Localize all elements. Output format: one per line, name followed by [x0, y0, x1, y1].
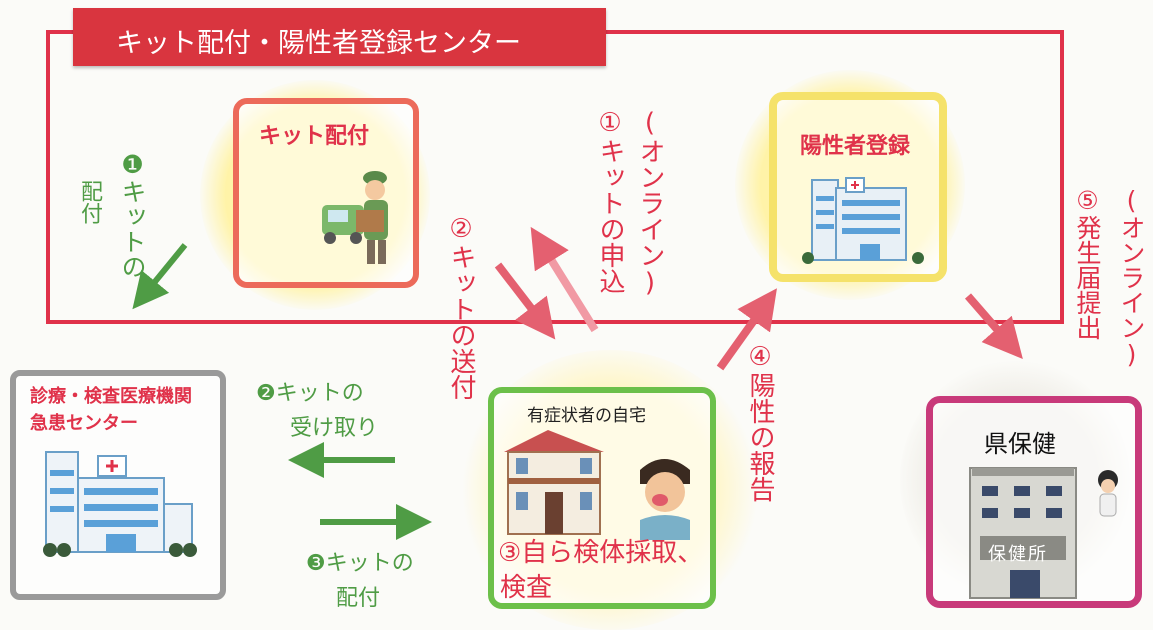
kit-distribution-title: キット配付 — [259, 124, 370, 149]
kit-distribution-card — [233, 98, 419, 288]
health-title: 県保健 — [984, 430, 1056, 458]
step1-apply-label: ①キットの申込 — [595, 108, 625, 294]
home-title: 有症状者の自宅 — [527, 406, 646, 426]
step3-self-test-line2: 検査 — [500, 573, 553, 603]
step2-receive-label-b: 受け取り — [290, 416, 379, 441]
step5-submit-label: ⑤発生届提出 — [1073, 186, 1102, 340]
clinic-title-line2: 急患センター — [30, 413, 138, 434]
center-title-banner — [73, 8, 606, 66]
step1-deliver-label-a: ❶キットの — [118, 150, 147, 279]
health-building-sign: 保健所 — [988, 544, 1048, 565]
positive-registration-title: 陽性者登録 — [800, 134, 911, 159]
clinic-title-line1: 診療・検査医療機関 — [30, 386, 192, 407]
step3-self-test-line1: ③自ら検体採取、 — [498, 538, 704, 568]
step2-send-label: ②キットの送付 — [446, 214, 476, 400]
step2-receive-label-a: ❷キットの — [256, 381, 364, 406]
step1-deliver-label-b: 配付 — [77, 180, 102, 224]
step5-online-label: (オンライン) — [1117, 186, 1146, 369]
step4-report-label: ④陽性の報告 — [745, 342, 775, 502]
step3-deliver-label-a: ❸キットの — [306, 551, 414, 576]
center-title: キット配付・陽性者登録センター — [116, 28, 521, 59]
step3-deliver-label-b: 配付 — [336, 586, 381, 611]
step1-online-label: (オンライン) — [635, 108, 665, 298]
positive-registration-card — [769, 92, 947, 282]
